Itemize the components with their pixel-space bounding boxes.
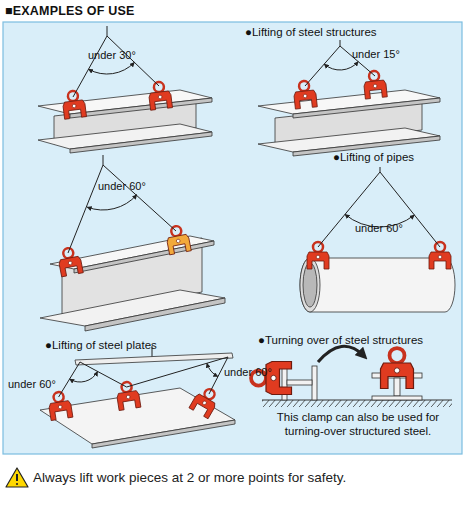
web xyxy=(287,380,312,385)
warning-dot xyxy=(16,483,18,485)
sling xyxy=(59,357,228,397)
sling xyxy=(318,167,440,247)
turn-arrow xyxy=(318,346,364,362)
clamp xyxy=(61,90,86,119)
angle-label: under 60° xyxy=(224,366,272,380)
flange xyxy=(372,396,422,400)
beam-flange-edge xyxy=(70,132,212,153)
floor-hatch xyxy=(262,400,452,407)
warning-icon xyxy=(6,468,28,487)
clamp xyxy=(189,384,222,418)
steel-beam xyxy=(258,90,440,156)
diagram-title: ■EXAMPLES OF USE xyxy=(5,4,135,20)
sling xyxy=(68,155,176,253)
steel-beam xyxy=(40,236,225,331)
sling-line xyxy=(107,26,108,36)
sling-line xyxy=(380,172,440,247)
note-text: This clamp can also be used for turning-… xyxy=(262,410,454,439)
angle-arc xyxy=(89,62,135,74)
sling-line xyxy=(340,40,341,46)
warning-mark xyxy=(16,474,18,481)
beam-flange-edge xyxy=(74,241,214,273)
angle-label: under 60° xyxy=(355,222,403,236)
section-heading: ●Lifting of pipes xyxy=(333,150,414,164)
steel-beam xyxy=(38,90,212,153)
clamp xyxy=(363,70,388,99)
pipe-bore xyxy=(303,263,317,307)
warning-triangle xyxy=(6,468,28,487)
sling-line xyxy=(305,46,340,86)
clamp xyxy=(115,380,141,410)
angle-label: under 60° xyxy=(8,378,56,392)
sling xyxy=(305,40,375,86)
panel xyxy=(3,22,462,454)
clamp xyxy=(147,81,172,110)
flange xyxy=(312,366,317,400)
angle-arc xyxy=(87,195,137,210)
floor-line xyxy=(262,400,452,401)
section-heading: ●Lifting of steel plates xyxy=(45,338,157,352)
clamp xyxy=(293,80,318,109)
section-heading: ●Turning over of steel structures xyxy=(258,333,423,347)
angle-arc xyxy=(324,62,358,70)
beam-flange-edge xyxy=(85,298,225,331)
angle-arc xyxy=(70,372,98,383)
web xyxy=(394,378,400,396)
sling-line xyxy=(59,362,80,397)
clamp xyxy=(165,224,192,255)
floor xyxy=(262,400,452,407)
sling-line xyxy=(68,165,103,253)
clamp xyxy=(307,242,329,269)
angle-label: under 30° xyxy=(88,49,136,63)
sling-line xyxy=(380,167,381,172)
clamp xyxy=(429,242,451,269)
sling-line xyxy=(73,36,107,97)
beam-flange-edge xyxy=(70,98,212,118)
angle-label: under 60° xyxy=(98,180,146,194)
clamp xyxy=(381,348,414,389)
sling-line xyxy=(80,362,127,387)
safety-caption: Always lift work pieces at 2 or more poi… xyxy=(33,470,346,487)
sling-line xyxy=(103,155,104,165)
plate-edge xyxy=(92,420,235,448)
angle-arc xyxy=(207,363,218,376)
clamp xyxy=(57,246,84,277)
sling-line xyxy=(127,357,228,387)
sling-line xyxy=(318,172,380,247)
sling-line xyxy=(103,165,176,231)
angle-label: under 15° xyxy=(352,48,400,62)
section-heading: ●Lifting of steel structures xyxy=(245,25,377,39)
sling xyxy=(73,26,159,97)
bar xyxy=(75,353,233,365)
